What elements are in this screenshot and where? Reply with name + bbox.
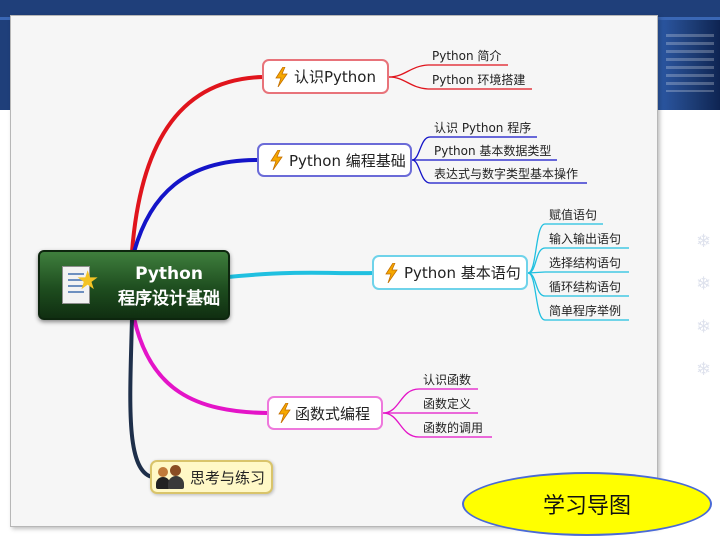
leaf-function-definition[interactable]: 函数定义 bbox=[421, 395, 473, 414]
leaf-program-examples[interactable]: 简单程序举例 bbox=[547, 302, 623, 321]
sub-link bbox=[412, 137, 430, 160]
sub-link bbox=[528, 273, 545, 320]
person-head-right bbox=[170, 465, 181, 476]
connector-branch-1 bbox=[132, 77, 262, 252]
lightning-bolt-icon bbox=[384, 263, 398, 283]
branch-label: Python 编程基础 bbox=[289, 150, 406, 171]
central-title: Python 程序设计基础 bbox=[110, 262, 228, 312]
star-icon: ★ bbox=[76, 268, 99, 294]
branch-label: 函数式编程 bbox=[295, 403, 370, 424]
caption-text: 学习导图 bbox=[543, 488, 631, 520]
leaf-python-intro[interactable]: Python 简介 bbox=[430, 47, 503, 66]
sub-link bbox=[412, 160, 430, 183]
connector-branch-3 bbox=[228, 273, 372, 277]
lightning-bolt-icon bbox=[269, 150, 283, 170]
leaf-python-env-setup[interactable]: Python 环境搭建 bbox=[430, 71, 527, 90]
leaf-know-functions[interactable]: 认识函数 bbox=[421, 371, 473, 390]
connector-branch-4 bbox=[134, 318, 267, 413]
sub-link bbox=[528, 248, 545, 273]
person-body-right bbox=[168, 476, 184, 489]
sub-link bbox=[383, 413, 419, 437]
leaf-function-call[interactable]: 函数的调用 bbox=[421, 419, 485, 438]
leaf-loop[interactable]: 循环结构语句 bbox=[547, 278, 623, 297]
sub-link bbox=[389, 65, 428, 77]
branch-label: 认识Python bbox=[294, 66, 376, 87]
leaf-expressions-numbers[interactable]: 表达式与数字类型基本操作 bbox=[432, 165, 580, 184]
sub-link bbox=[389, 77, 428, 89]
central-line-2: 程序设计基础 bbox=[110, 287, 228, 312]
people-icon bbox=[156, 464, 186, 490]
lightning-bolt-icon bbox=[277, 403, 291, 423]
connector-branch-2 bbox=[134, 160, 257, 252]
branch-label: Python 基本语句 bbox=[404, 262, 521, 283]
sub-link bbox=[528, 273, 545, 296]
caption-bubble: 学习导图 bbox=[462, 472, 712, 536]
leaf-input-output[interactable]: 输入输出语句 bbox=[547, 230, 623, 249]
leaf-selection[interactable]: 选择结构语句 bbox=[547, 254, 623, 273]
leaf-python-data-types[interactable]: Python 基本数据类型 bbox=[432, 142, 553, 161]
central-topic[interactable]: ★ Python 程序设计基础 bbox=[38, 250, 230, 320]
person-head-left bbox=[158, 467, 168, 477]
lightning-bolt-icon bbox=[274, 67, 288, 87]
branch-node-functional-programming[interactable]: 函数式编程 bbox=[267, 396, 383, 430]
central-line-1: Python bbox=[110, 262, 228, 287]
branch-node-know-python[interactable]: 认识Python bbox=[262, 59, 389, 94]
sub-link bbox=[383, 389, 419, 413]
branch-node-python-basics[interactable]: Python 编程基础 bbox=[257, 143, 412, 177]
branch-node-python-statements[interactable]: Python 基本语句 bbox=[372, 255, 528, 290]
branch-label: 思考与练习 bbox=[190, 467, 265, 488]
leaf-know-python-program[interactable]: 认识 Python 程序 bbox=[432, 119, 533, 138]
branch-node-exercises[interactable]: 思考与练习 bbox=[150, 460, 273, 494]
leaf-assignment[interactable]: 赋值语句 bbox=[547, 206, 599, 225]
